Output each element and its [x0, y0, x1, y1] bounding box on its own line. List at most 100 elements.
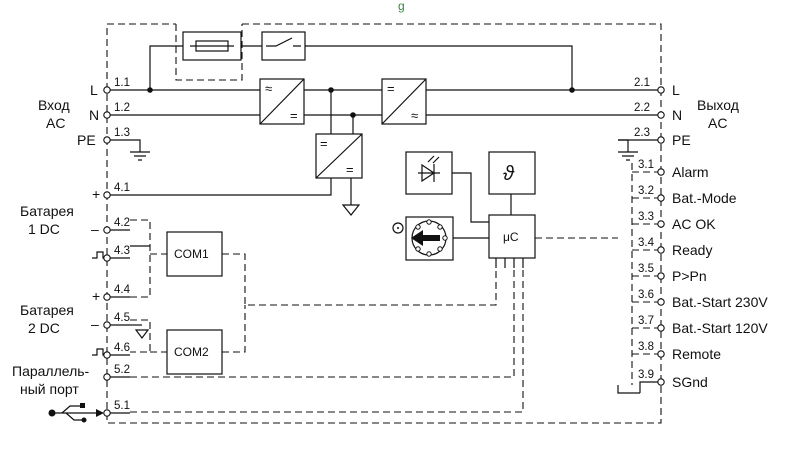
- terminal-label: 2.2: [634, 102, 650, 114]
- terminal-pin[interactable]: [103, 191, 111, 199]
- ac-input-label: Вход: [38, 97, 70, 113]
- terminal-pin[interactable]: [103, 136, 111, 144]
- com2-label: COM2: [174, 345, 209, 359]
- signal-leads: [632, 171, 658, 355]
- terminal-label: 3.1: [638, 159, 654, 171]
- rotary-arrow-icon: [411, 230, 440, 246]
- terminal-pin[interactable]: [103, 226, 111, 234]
- terminal-label: 3.8: [638, 341, 654, 353]
- terminal-label: 4.1: [114, 182, 130, 194]
- terminal-label: 4.3: [114, 245, 130, 257]
- terminal-pin[interactable]: [657, 350, 665, 358]
- terminal-leads: [618, 89, 658, 141]
- device-enclosure: [106, 23, 662, 424]
- ac-symbol: ≈: [411, 108, 418, 123]
- terminal-label: 5.1: [114, 400, 130, 412]
- terminal-pin[interactable]: [103, 111, 111, 119]
- right-terminals: [657, 86, 665, 386]
- terminal-label: 4.2: [114, 217, 130, 229]
- ground-icon: [134, 329, 150, 339]
- ac-output-label-2: AC: [708, 115, 727, 131]
- dc-symbol: =: [387, 81, 395, 96]
- terminal-pin[interactable]: [657, 246, 665, 254]
- terminal-pin[interactable]: [103, 373, 111, 381]
- terminal-label: 4.6: [114, 342, 130, 354]
- dc-symbol: =: [320, 136, 328, 151]
- terminal-pin[interactable]: [103, 254, 111, 262]
- com1-to-uc: [222, 253, 497, 306]
- sgnd-line: [617, 385, 640, 394]
- battery-line: [130, 178, 332, 196]
- battery1-bracket: [130, 219, 151, 298]
- minus-label: –: [91, 221, 99, 237]
- terminal-pin[interactable]: [103, 293, 111, 301]
- switch-icon: [266, 37, 301, 47]
- uc-pins: [495, 258, 524, 268]
- terminal-label: 2.3: [634, 127, 650, 139]
- signal-label: Bat.-Start 120V: [672, 320, 768, 336]
- pin-n-label: N: [672, 107, 682, 123]
- pin-pe-label: PE: [672, 132, 691, 148]
- com2-to-uc: [222, 305, 246, 353]
- led-rays: [427, 155, 440, 164]
- parallel-port-label-2: ный порт: [20, 381, 79, 397]
- minus-label: –: [91, 316, 99, 332]
- converter-diagonal: [315, 133, 363, 179]
- battery2-bracket: [130, 319, 151, 353]
- terminal-pin[interactable]: [657, 136, 665, 144]
- terminal-label: 1.3: [114, 127, 130, 139]
- ac-output-label: Выход: [697, 97, 739, 113]
- temperature-icon: ϑ: [503, 163, 515, 185]
- terminal-pin[interactable]: [657, 324, 665, 332]
- terminal-pin[interactable]: [657, 111, 665, 119]
- junction: [147, 87, 153, 93]
- converter-feed: [330, 90, 354, 134]
- terminal-label: 3.4: [638, 237, 655, 249]
- signal-label: Remote: [672, 346, 721, 362]
- terminal-label: 3.6: [638, 289, 654, 301]
- terminal-pin[interactable]: [103, 351, 111, 359]
- pin-pe-label: PE: [77, 132, 96, 148]
- terminal-pin[interactable]: [657, 86, 665, 94]
- dc-symbol: =: [346, 162, 354, 177]
- signal-label: AC OK: [672, 216, 716, 232]
- battery2-label: Батарея: [20, 302, 74, 318]
- terminal-label: 4.4: [114, 284, 131, 296]
- terminal-label: 1.1: [114, 77, 130, 89]
- terminal-label: 3.7: [638, 315, 654, 327]
- terminal-pin[interactable]: [657, 298, 665, 306]
- signal-label: SGnd: [672, 374, 708, 390]
- terminal-label: 5.2: [114, 364, 130, 376]
- terminal-label: 3.9: [638, 369, 654, 381]
- terminal-label: 3.5: [638, 263, 654, 275]
- terminal-label: 4.5: [114, 312, 130, 324]
- terminal-pin[interactable]: [657, 168, 665, 176]
- fuse-enclosure: [175, 24, 243, 81]
- usb-to-uc: [130, 268, 524, 413]
- pe-line-in: [130, 139, 141, 152]
- pin-l-label: L: [672, 82, 680, 98]
- terminal-pin[interactable]: [657, 220, 665, 228]
- pin-n-label: N: [89, 107, 99, 123]
- pe-line-out: [618, 139, 629, 152]
- terminal-label: 1.2: [114, 102, 130, 114]
- terminal-pin[interactable]: [657, 194, 665, 202]
- ac-input-label-2: AC: [46, 115, 65, 131]
- ground-icon: [618, 151, 638, 161]
- terminal-leads: [110, 89, 130, 414]
- terminal-pin[interactable]: [103, 409, 111, 417]
- battery1-label-2: 1 DC: [28, 221, 60, 237]
- inverter-diagonal: [381, 78, 427, 125]
- plus-label: +: [92, 288, 100, 304]
- terminal-pin[interactable]: [103, 321, 111, 329]
- terminal-pin[interactable]: [657, 272, 665, 280]
- parallel-to-uc: [130, 268, 515, 378]
- ac-symbol: ≈: [265, 81, 272, 96]
- signal-label: Bat.-Mode: [672, 190, 737, 206]
- terminal-label: 2.1: [634, 77, 650, 89]
- terminal-label: 3.3: [638, 211, 654, 223]
- terminal-pin[interactable]: [103, 86, 111, 94]
- terminal-pin[interactable]: [657, 378, 665, 386]
